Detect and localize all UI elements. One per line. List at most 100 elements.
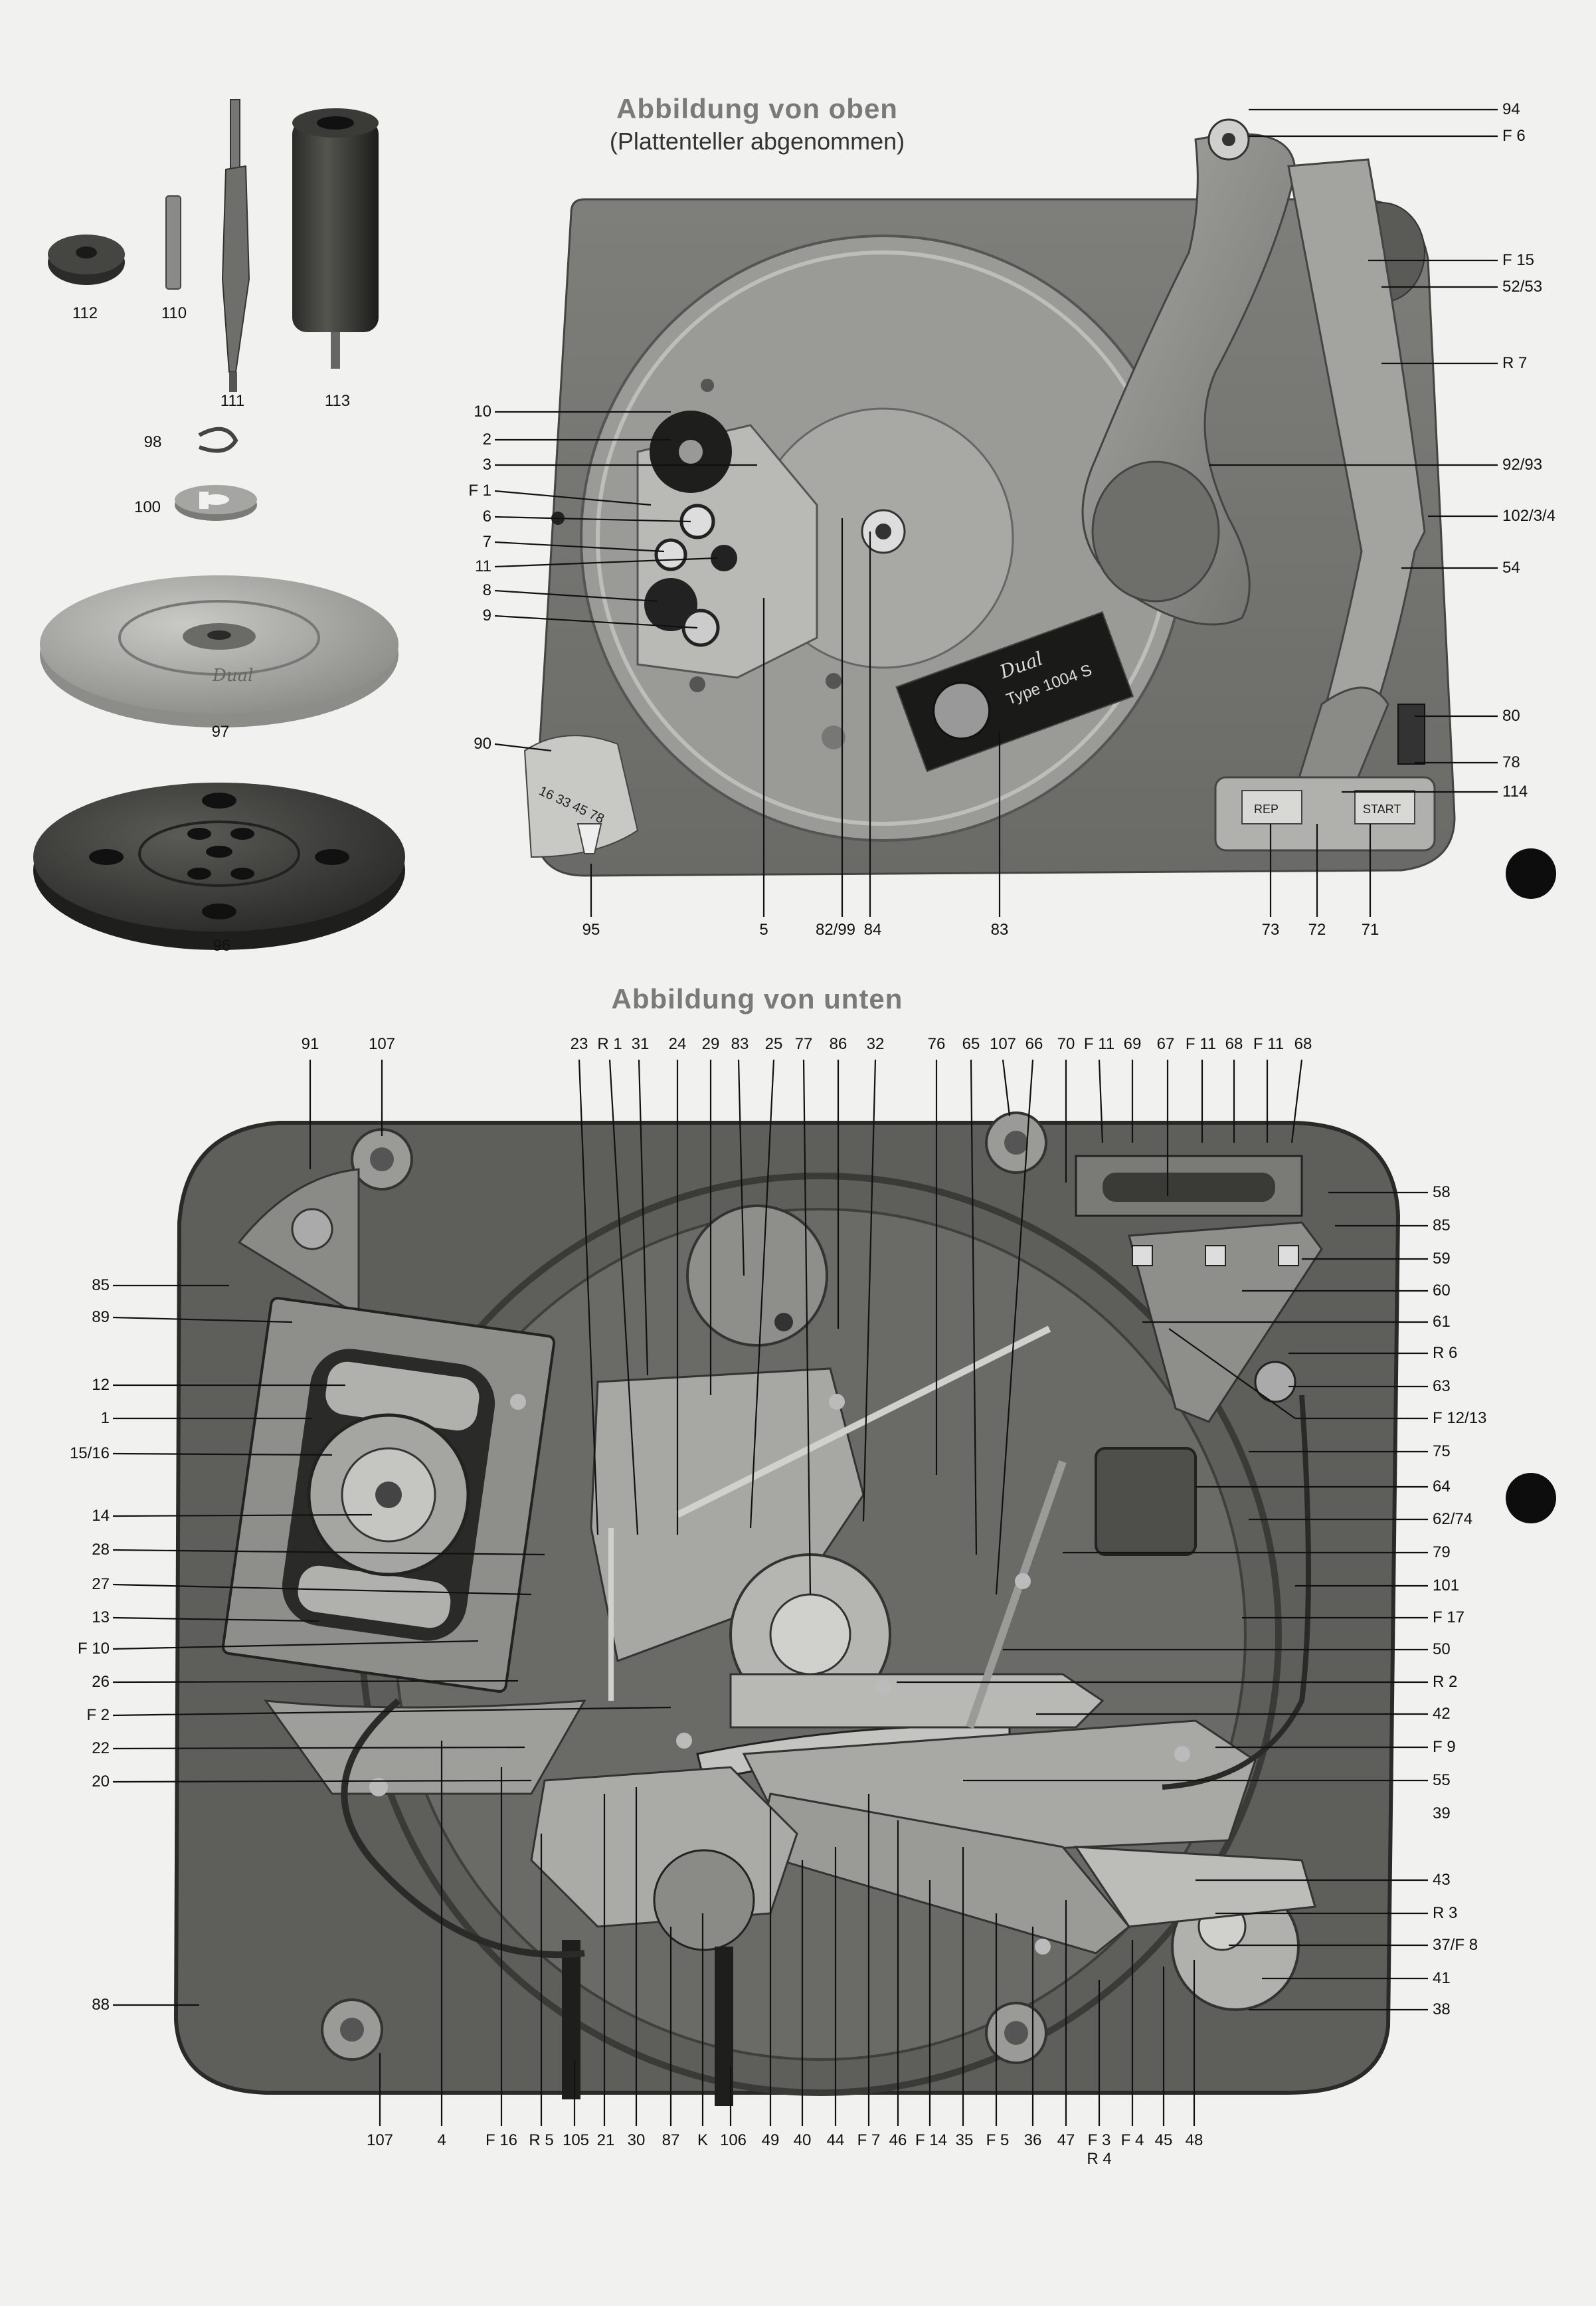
part-label: 64 — [1433, 1478, 1451, 1495]
part-label: 60 — [1433, 1282, 1451, 1299]
part-label: 49 — [761, 2131, 780, 2149]
part-label: K — [697, 2131, 709, 2149]
part-label: F 6 — [1502, 127, 1526, 145]
part-label: 112 — [72, 304, 98, 322]
part-label: 39 — [1433, 1804, 1451, 1822]
part-label: 84 — [863, 921, 882, 939]
part-label: 95 — [582, 921, 600, 939]
part-label: 61 — [1433, 1313, 1451, 1331]
part-label: 32 — [866, 1035, 885, 1053]
part-label: F 16 — [485, 2131, 518, 2149]
part-label: 27 — [92, 1575, 110, 1593]
part-label: F 9 — [1433, 1738, 1456, 1756]
part-label: 77 — [794, 1035, 813, 1053]
top-view-subtitle: (Plattenteller abgenommen) — [609, 128, 905, 155]
part-label: 55 — [1433, 1771, 1451, 1789]
leader-lines — [112, 108, 1498, 2126]
part-label: 98 — [143, 433, 162, 451]
part-label: 59 — [1433, 1250, 1451, 1268]
part-label: 6 — [482, 508, 491, 526]
part-label: 12 — [92, 1376, 110, 1394]
part-label: 83 — [990, 921, 1009, 939]
part-label: 70 — [1057, 1035, 1075, 1053]
part-label: 105 — [562, 2131, 590, 2149]
part-label: 82/99 — [815, 921, 856, 939]
part-label: 28 — [92, 1541, 110, 1559]
part-label: 100 — [133, 498, 161, 516]
part-label: 8 — [482, 581, 491, 599]
part-label: F 12/13 — [1433, 1409, 1487, 1427]
part-label: 65 — [962, 1035, 980, 1053]
part-label: 102/3/4 — [1502, 507, 1556, 525]
part-label: 38 — [1433, 2000, 1451, 2018]
part-label: 22 — [92, 1739, 110, 1757]
part-label: 73 — [1261, 921, 1280, 939]
part-label: 4 — [437, 2131, 446, 2149]
bottom-view-title: Abbildung von unten — [611, 983, 903, 1014]
part-label: 107 — [366, 2131, 394, 2149]
part-label: 41 — [1433, 1969, 1451, 1987]
part-label: 54 — [1502, 559, 1520, 577]
part-label: 21 — [596, 2131, 615, 2149]
bottom-view — [173, 1111, 1401, 2106]
part-label: 71 — [1361, 921, 1379, 939]
part-label: R 5 — [529, 2131, 554, 2149]
part-label: 2 — [482, 431, 491, 448]
part-label: R 4 — [1087, 2150, 1112, 2168]
part-label: 89 — [92, 1308, 110, 1326]
part-label: 45 — [1154, 2131, 1173, 2149]
part-label: 66 — [1025, 1035, 1043, 1053]
part-label: 46 — [889, 2131, 907, 2149]
part-label: 107 — [989, 1035, 1017, 1053]
part-label: 31 — [631, 1035, 650, 1053]
part-label: 25 — [764, 1035, 783, 1053]
part-label: 48 — [1185, 2131, 1203, 2149]
part-label: 14 — [92, 1507, 110, 1525]
part-label: F 3 — [1087, 2131, 1111, 2149]
part-label: 75 — [1433, 1442, 1451, 1460]
part-label: 97 — [211, 723, 230, 741]
part-label: 11 — [475, 557, 491, 575]
part-label: 83 — [731, 1035, 749, 1053]
part-label: F 7 — [857, 2131, 881, 2149]
part-label: R 3 — [1433, 1904, 1458, 1922]
part-label: F 5 — [986, 2131, 1010, 2149]
part-label: 44 — [826, 2131, 845, 2149]
part-label: 62/74 — [1433, 1510, 1473, 1528]
part-label: 76 — [927, 1035, 946, 1053]
part-label: 72 — [1308, 921, 1326, 939]
punch-hole — [1506, 848, 1556, 899]
part-label: 43 — [1433, 1871, 1451, 1889]
loose-parts: Dual — [33, 99, 405, 950]
top-view-title: Abbildung von oben — [616, 93, 898, 124]
part-label: F 11 — [1083, 1035, 1115, 1053]
part-label: 7 — [482, 533, 491, 551]
punch-hole — [1506, 1473, 1556, 1523]
part-label: 92/93 — [1502, 456, 1543, 474]
part-label: 110 — [161, 304, 187, 322]
part-label: 13 — [92, 1608, 110, 1626]
part-label: R 2 — [1433, 1673, 1458, 1691]
part-label: 68 — [1225, 1035, 1243, 1053]
part-label: 91 — [301, 1035, 319, 1053]
part-label: F 17 — [1433, 1608, 1465, 1626]
part-label: 10 — [474, 403, 491, 421]
part-label: 37/F 8 — [1433, 1936, 1478, 1954]
part-label: 86 — [829, 1035, 847, 1053]
part-label: F 15 — [1502, 251, 1535, 269]
part-label: 58 — [1433, 1183, 1451, 1201]
part-label: 42 — [1433, 1705, 1451, 1723]
part-label: F 11 — [1185, 1035, 1217, 1053]
top-view: Dual Type 1004 S 16 33 45 78 REP START — [523, 118, 1456, 877]
part-label: 52/53 — [1502, 278, 1543, 296]
part-label: 23 — [570, 1035, 588, 1053]
part-label: 40 — [793, 2131, 812, 2149]
part-label: 63 — [1433, 1377, 1451, 1395]
part-label: 26 — [92, 1673, 110, 1691]
part-label: 20 — [92, 1773, 110, 1790]
part-label: 85 — [1433, 1216, 1451, 1234]
part-label: 69 — [1123, 1035, 1142, 1053]
part-label: F 10 — [77, 1640, 110, 1658]
part-label: F 4 — [1120, 2131, 1144, 2149]
part-label: 107 — [368, 1035, 396, 1053]
